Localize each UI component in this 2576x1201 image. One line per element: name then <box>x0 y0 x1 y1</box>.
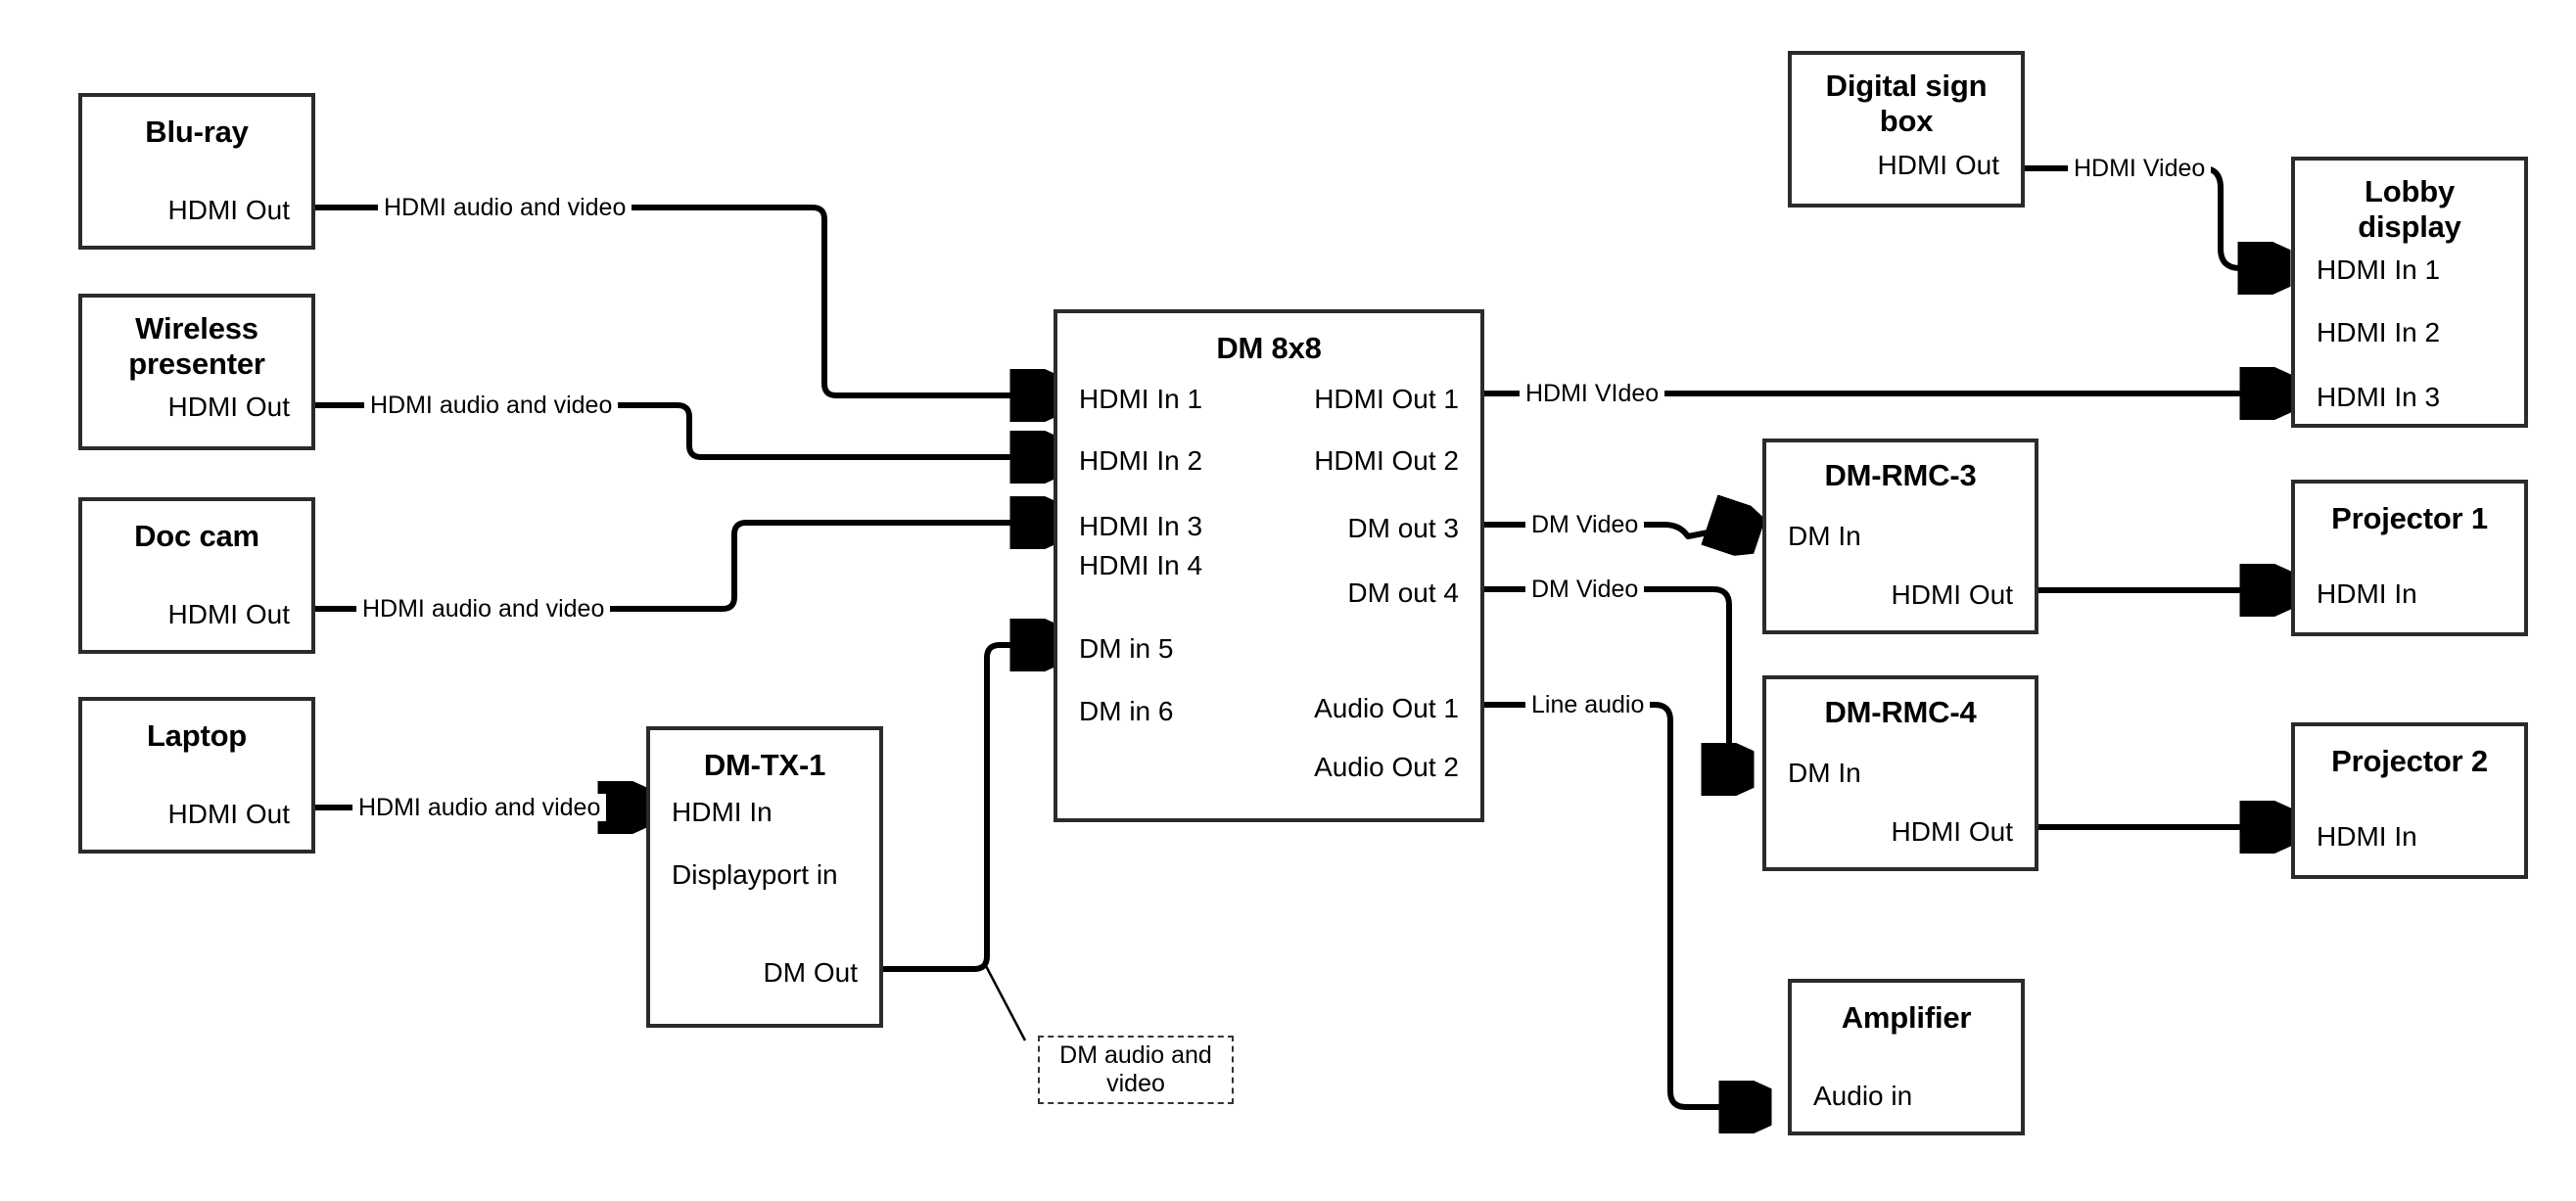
node-blu-ray[interactable]: Blu-ray HDMI Out <box>78 93 315 250</box>
port-dm-out-4: DM out 4 <box>1347 577 1459 608</box>
node-title: DM-RMC-4 <box>1824 695 1977 729</box>
link-label-wireless-to-dm-in2: HDMI audio and video <box>364 392 619 419</box>
annotation-text: DM audio and video <box>1059 1041 1212 1097</box>
link-label-dm-out4-to-rmc4: DM Video <box>1525 576 1645 603</box>
wire-bluray-to-dm-in1 <box>315 205 1054 395</box>
node-dm-8x8[interactable]: DM 8x8 HDMI In 1 HDMI In 2 HDMI In 3 HDM… <box>1054 309 1484 822</box>
node-dm-rmc-3[interactable]: DM-RMC-3 DM In HDMI Out <box>1762 439 2038 634</box>
node-title: DM-RMC-3 <box>1824 458 1977 492</box>
node-title-line-1: Digital sign <box>1825 69 1988 103</box>
node-title-line-1: Lobby <box>2365 174 2455 208</box>
node-title-line-2: box <box>1879 104 1934 138</box>
link-label-laptop-to-tx: HDMI audio and video <box>352 794 607 821</box>
node-dm-rmc-4[interactable]: DM-RMC-4 DM In HDMI Out <box>1762 675 2038 871</box>
node-amplifier[interactable]: Amplifier Audio in <box>1788 979 2025 1135</box>
node-title: Amplifier <box>1841 1000 1972 1035</box>
link-label-bluray-to-dm-in1: HDMI audio and video <box>378 194 632 221</box>
node-digital-sign-box[interactable]: Digital sign box HDMI Out <box>1788 51 2025 208</box>
port-hdmi-out-2: HDMI Out 2 <box>1314 445 1459 476</box>
node-title: Doc cam <box>134 519 259 553</box>
wire-dm-out4-to-rmc4 <box>1480 586 1745 769</box>
node-lobby-display[interactable]: Lobby display HDMI In 1 HDMI In 2 HDMI I… <box>2291 157 2528 428</box>
port-audio-out-1: Audio Out 1 <box>1314 693 1459 723</box>
node-title-line-1: Wireless <box>135 311 258 346</box>
port-hdmi-out: HDMI Out <box>167 195 290 225</box>
wire-audio-out1-to-amp <box>1480 702 1762 1107</box>
link-label-sign-to-lobby-in1: HDMI Video <box>2068 155 2212 182</box>
port-hdmi-in: HDMI In <box>2317 821 2417 852</box>
port-hdmi-out: HDMI Out <box>167 599 290 629</box>
node-dm-tx-1[interactable]: DM-TX-1 HDMI In Displayport in DM Out <box>646 726 883 1028</box>
node-title: DM-TX-1 <box>703 748 826 782</box>
port-hdmi-in: HDMI In <box>672 797 773 827</box>
port-hdmi-in: HDMI In <box>2317 578 2417 609</box>
node-projector-1[interactable]: Projector 1 HDMI In <box>2291 480 2528 636</box>
node-title: Laptop <box>146 718 248 753</box>
node-laptop[interactable]: Laptop HDMI Out <box>78 697 315 854</box>
port-hdmi-in-4: HDMI In 4 <box>1079 550 1203 580</box>
port-dm-in-6: DM in 6 <box>1079 696 1174 726</box>
node-title: Projector 2 <box>2331 744 2488 778</box>
port-hdmi-in-2: HDMI In 2 <box>2317 317 2441 347</box>
port-audio-out-2: Audio Out 2 <box>1314 752 1459 782</box>
link-label-dm-out3-to-rmc3: DM Video <box>1525 511 1645 538</box>
port-hdmi-out-1: HDMI Out 1 <box>1314 384 1459 414</box>
node-title: DM 8x8 <box>1216 331 1322 365</box>
port-dm-in: DM In <box>1788 758 1861 788</box>
port-dm-in-5: DM in 5 <box>1079 633 1174 664</box>
node-title-line-2: display <box>2358 209 2461 244</box>
port-hdmi-out: HDMI Out <box>1891 579 2013 610</box>
port-hdmi-out: HDMI Out <box>167 799 290 829</box>
wire-sign-to-lobby-in1 <box>2025 165 2281 268</box>
port-hdmi-in-2: HDMI In 2 <box>1079 445 1203 476</box>
node-doc-cam[interactable]: Doc cam HDMI Out <box>78 497 315 654</box>
leader-line-dm-note <box>983 963 1027 1041</box>
port-hdmi-in-1: HDMI In 1 <box>2317 254 2441 285</box>
link-label-dm-out1-to-lobby-in3: HDMI VIdeo <box>1520 380 1665 407</box>
port-hdmi-in-3: HDMI In 3 <box>2317 382 2441 412</box>
port-dm-in: DM In <box>1788 521 1861 551</box>
port-hdmi-out: HDMI Out <box>1891 816 2013 847</box>
wire-tx-to-dm-in5 <box>882 645 1054 972</box>
link-label-audio-out1-to-amp: Line audio <box>1525 691 1651 718</box>
port-displayport-in: Displayport in <box>672 859 838 890</box>
port-hdmi-out: HDMI Out <box>167 392 290 422</box>
node-title-line-2: presenter <box>128 346 265 381</box>
port-dm-out-3: DM out 3 <box>1347 513 1459 543</box>
node-title: Blu-ray <box>145 115 249 149</box>
port-dm-out: DM Out <box>763 957 858 988</box>
port-audio-in: Audio in <box>1813 1081 1913 1111</box>
node-projector-2[interactable]: Projector 2 HDMI In <box>2291 722 2528 879</box>
port-hdmi-in-1: HDMI In 1 <box>1079 384 1203 414</box>
node-title: Projector 1 <box>2331 501 2488 535</box>
annotation-dm-audio-and-video: DM audio and video <box>1038 1036 1234 1104</box>
port-hdmi-in-3: HDMI In 3 <box>1079 511 1203 541</box>
port-hdmi-out: HDMI Out <box>1877 150 1999 180</box>
link-label-doccam-to-dm-in3: HDMI audio and video <box>356 595 611 623</box>
node-wireless-presenter[interactable]: Wireless presenter HDMI Out <box>78 294 315 450</box>
